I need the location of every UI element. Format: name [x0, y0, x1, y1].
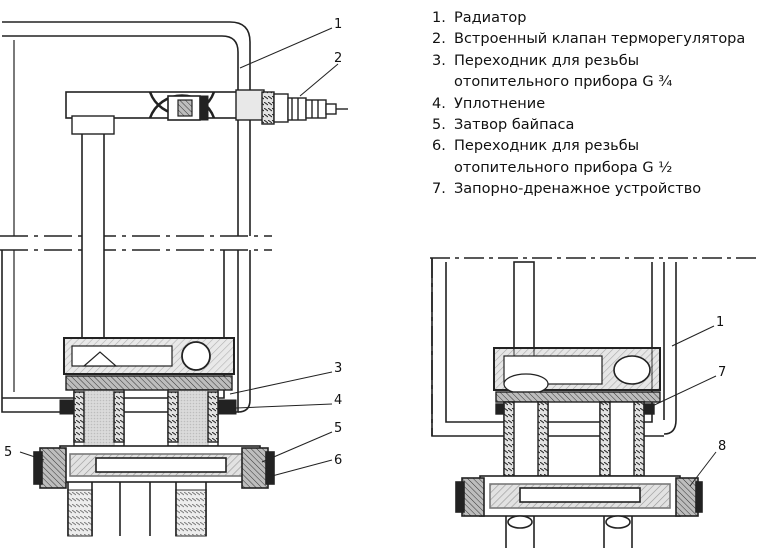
right-leader-lines [647, 325, 717, 487]
callout-1: 1 [334, 17, 342, 32]
drain-device [455, 475, 703, 548]
callout-right-7: 7 [718, 365, 726, 380]
callout-right-1: 1 [716, 315, 724, 330]
left-assembly-drawing [0, 21, 348, 537]
callout-6: 6 [334, 453, 342, 468]
right-callouts: 1 7 8 [716, 315, 726, 454]
parts-legend: 1.Радиатор 2.Встроенный клапан терморегу… [432, 8, 754, 201]
callout-5: 5 [334, 421, 342, 436]
legend-item: 4.Уплотнение [432, 95, 546, 112]
left-leader-lines [19, 27, 339, 477]
left-break-line [0, 235, 272, 251]
seal [217, 399, 237, 415]
legend-item: 6.Переходник для резьбы отопительного пр… [432, 138, 673, 176]
lower-valve-body [33, 445, 275, 537]
left-callouts: 1 2 3 4 5 6 5 [4, 17, 342, 468]
right-assembly-drawing [430, 257, 758, 548]
legend-item: 1.Радиатор [432, 10, 527, 26]
callout-5-bypass: 5 [4, 445, 12, 460]
thermostatic-valve [148, 91, 216, 121]
thermostat-insert [261, 91, 348, 125]
adapter-g34 [65, 375, 233, 447]
radiator-outline-right [430, 257, 758, 437]
callout-4: 4 [334, 393, 342, 408]
right-adapters [495, 391, 661, 477]
legend-item: 5.Затвор байпаса [432, 117, 575, 134]
callout-3: 3 [334, 361, 342, 376]
callout-right-8: 8 [718, 439, 726, 454]
legend-item: 7.Запорно-дренажное устройство [432, 181, 702, 198]
legend-item: 3.Переходник для резьбы отопительного пр… [432, 52, 673, 91]
callout-2: 2 [334, 51, 342, 66]
upper-header-tube [65, 91, 247, 119]
riser-pipe [81, 129, 105, 341]
legend-item: 2.Встроенный клапан терморегулятора [432, 31, 746, 48]
